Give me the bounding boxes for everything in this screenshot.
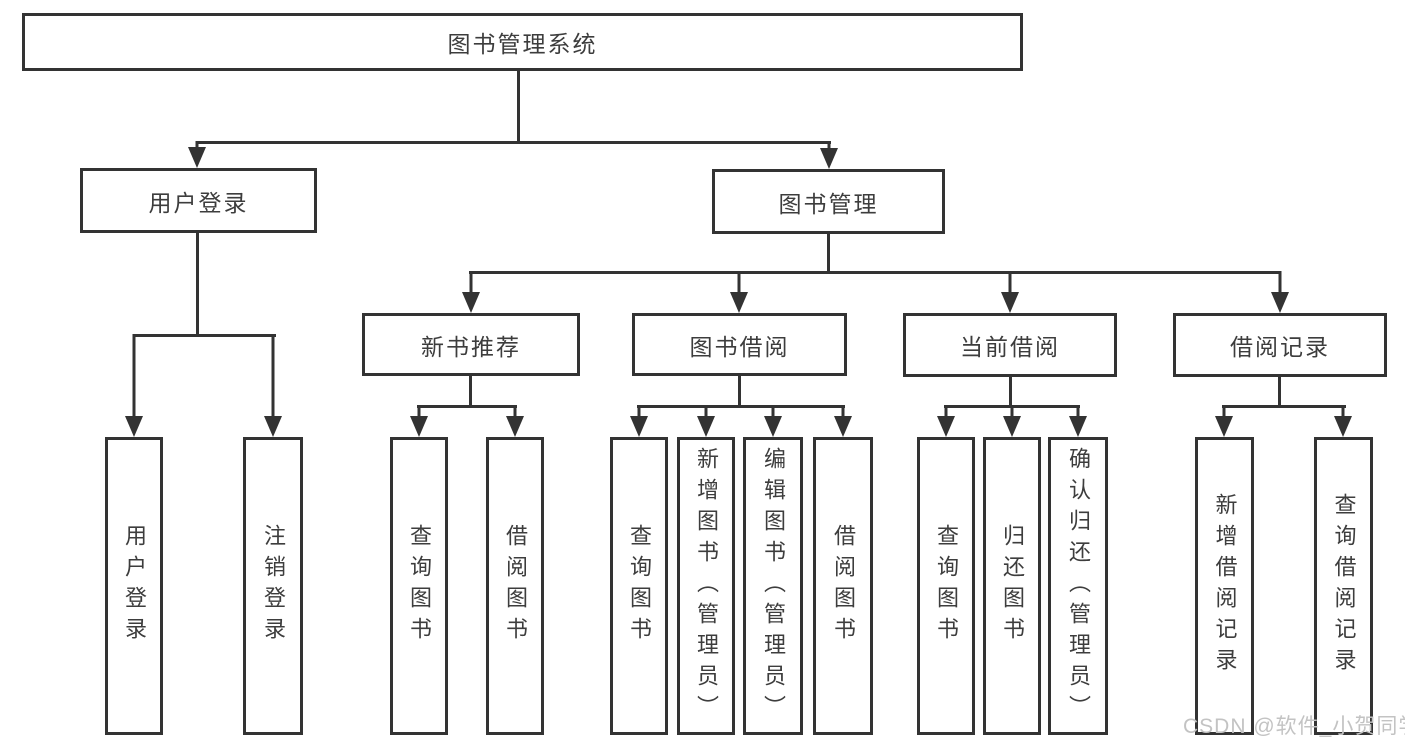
diagram-node-root: 图书管理系统 bbox=[22, 13, 1023, 71]
diagram-leaf-add-books-admin: 新增图书（管理员） bbox=[677, 437, 735, 735]
diagram-leaf-user-login: 用户登录 bbox=[105, 437, 163, 735]
arrow-down-icon bbox=[937, 405, 955, 437]
arrow-down-icon bbox=[1069, 405, 1087, 437]
arrow-down-icon bbox=[1001, 271, 1019, 313]
diagram-leaf-query-books-borrow: 查询图书 bbox=[610, 437, 668, 735]
edge-current-borrow-stub bbox=[1009, 377, 1012, 408]
diagram-node-book-management: 图书管理 bbox=[712, 169, 945, 234]
arrow-down-icon bbox=[1271, 271, 1289, 313]
edge-book-management-stub bbox=[827, 234, 830, 274]
arrow-down-icon bbox=[697, 405, 715, 437]
edge-root-stub bbox=[517, 71, 520, 144]
diagram-node-current-borrow: 当前借阅 bbox=[903, 313, 1117, 377]
diagram-node-book-borrow: 图书借阅 bbox=[632, 313, 847, 376]
arrow-down-icon bbox=[188, 141, 206, 168]
diagram-leaf-borrow-books-recommend: 借阅图书 bbox=[486, 437, 544, 735]
arrow-down-icon bbox=[820, 141, 838, 169]
edge-book-borrow-children-bar bbox=[637, 405, 845, 408]
diagram-leaf-add-borrow-record: 新增借阅记录 bbox=[1195, 437, 1254, 735]
diagram-leaf-query-borrow-record: 查询借阅记录 bbox=[1314, 437, 1373, 735]
arrow-down-icon bbox=[506, 405, 524, 437]
edge-user-login-children-bar bbox=[133, 334, 276, 337]
arrow-down-icon bbox=[1215, 405, 1233, 437]
edge-new-book-recommend-stub bbox=[469, 376, 472, 408]
arrow-down-icon bbox=[462, 271, 480, 313]
edge-new-book-recommend-children-bar bbox=[417, 405, 517, 408]
diagram-leaf-borrow-books: 借阅图书 bbox=[813, 437, 873, 735]
arrow-down-icon bbox=[834, 405, 852, 437]
diagram-node-new-book-recommend: 新书推荐 bbox=[362, 313, 580, 376]
arrow-down-icon bbox=[630, 405, 648, 437]
arrow-down-icon bbox=[1334, 405, 1352, 437]
edge-level2-bar bbox=[196, 141, 831, 144]
arrow-down-icon bbox=[764, 405, 782, 437]
edge-borrow-records-stub bbox=[1278, 377, 1281, 408]
arrow-down-icon bbox=[410, 405, 428, 437]
edge-user-login-stub bbox=[196, 233, 199, 336]
arrow-down-icon bbox=[125, 334, 143, 437]
arrow-down-icon bbox=[730, 271, 748, 313]
csdn-watermark: CSDN @软件_小贺同学 bbox=[1183, 715, 1405, 738]
diagram-leaf-logout: 注销登录 bbox=[243, 437, 303, 735]
arrow-down-icon bbox=[264, 334, 282, 437]
diagram-node-borrow-records: 借阅记录 bbox=[1173, 313, 1387, 377]
diagram-leaf-return-books: 归还图书 bbox=[983, 437, 1041, 735]
arrow-down-icon bbox=[1003, 405, 1021, 437]
diagram-node-user-login: 用户登录 bbox=[80, 168, 317, 233]
diagram-leaf-confirm-return-admin: 确认归还（管理员） bbox=[1048, 437, 1108, 735]
diagram-leaf-query-books-recommend: 查询图书 bbox=[390, 437, 448, 735]
edge-borrow-records-children-bar bbox=[1222, 405, 1346, 408]
edge-level3-bar bbox=[469, 271, 1281, 274]
diagram-leaf-query-books-current: 查询图书 bbox=[917, 437, 975, 735]
diagram-leaf-edit-books-admin: 编辑图书（管理员） bbox=[743, 437, 803, 735]
edge-book-borrow-stub bbox=[738, 376, 741, 408]
